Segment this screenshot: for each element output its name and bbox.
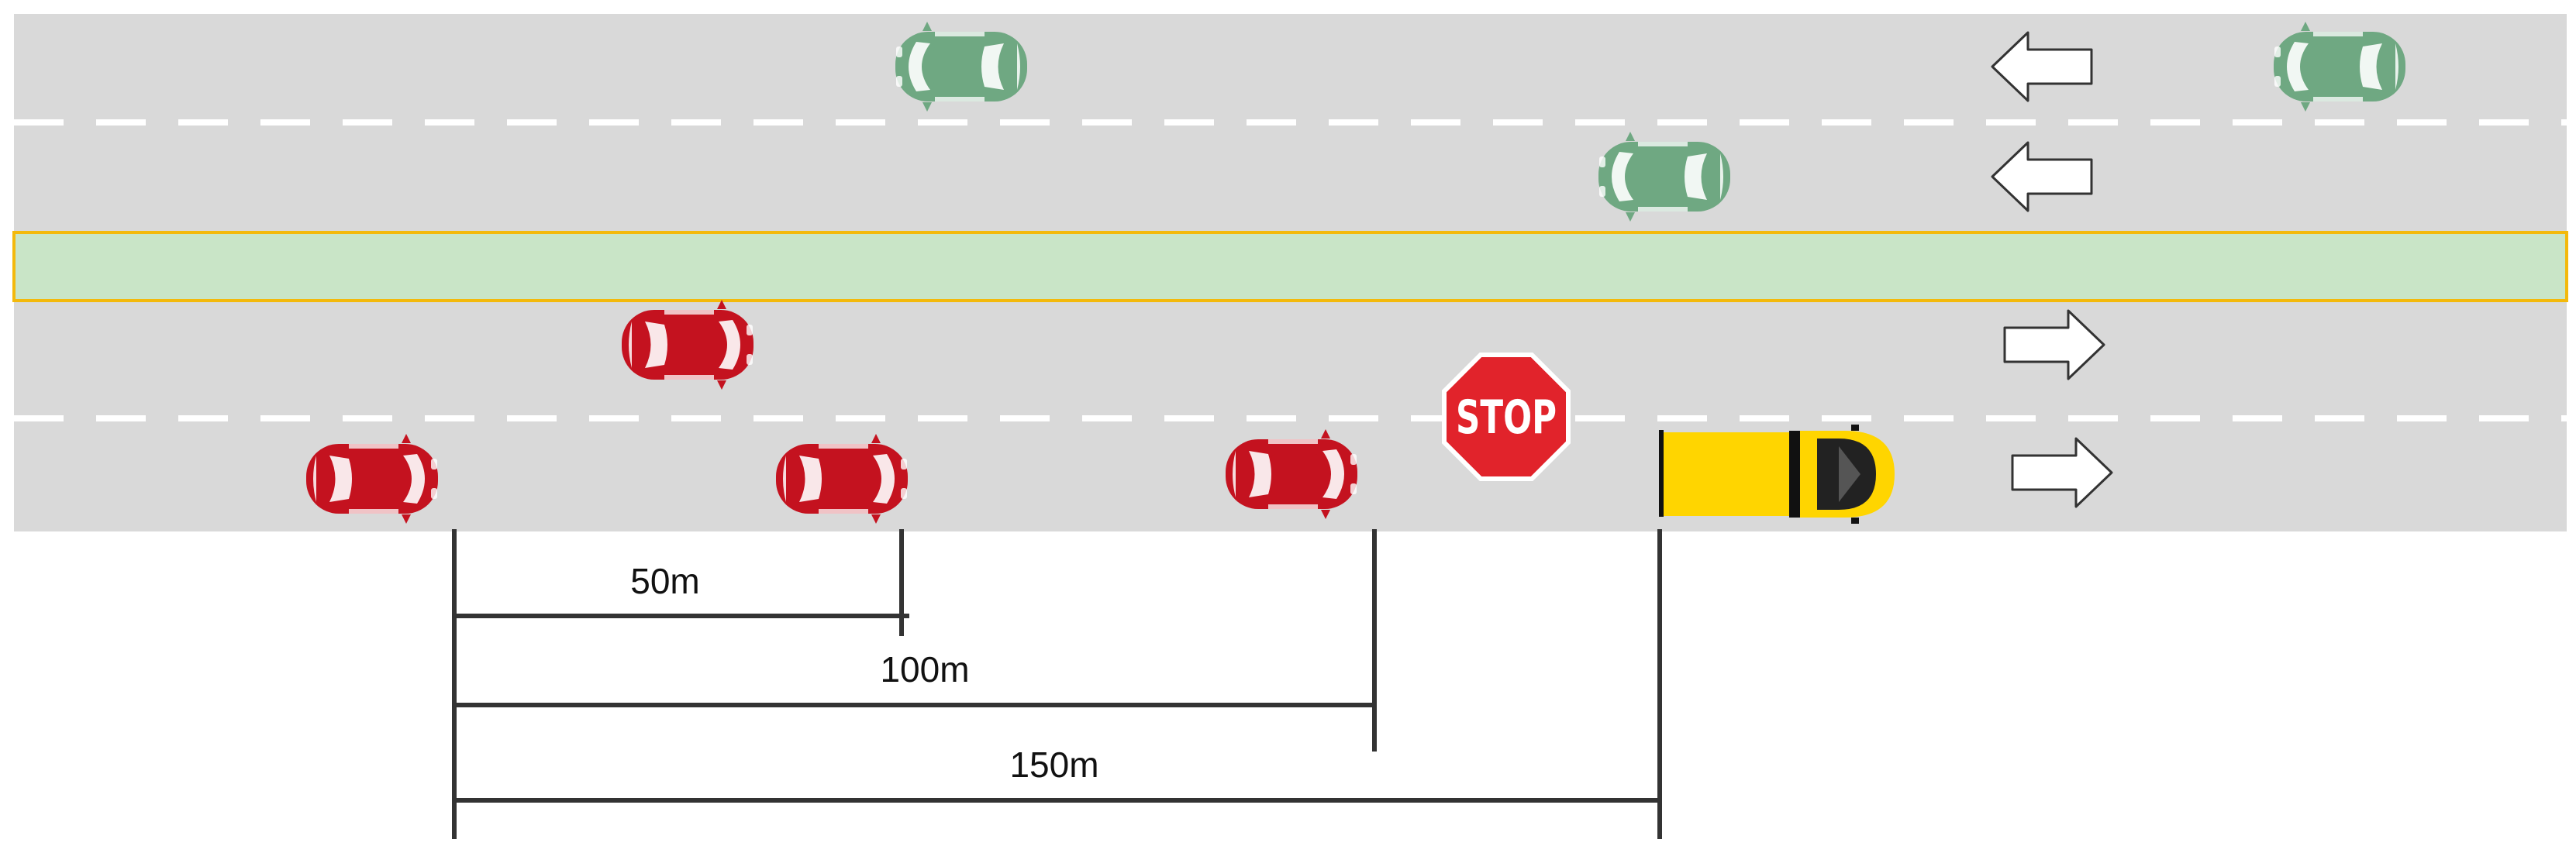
car-inner-lane bbox=[622, 300, 753, 390]
distance-label-100m: 100m bbox=[880, 649, 969, 690]
car-100m bbox=[1226, 429, 1357, 519]
car-icon bbox=[2274, 22, 2405, 112]
stop-sign-text: STOP bbox=[1456, 390, 1557, 445]
school-bus-icon bbox=[1659, 425, 1895, 524]
car-icon bbox=[776, 434, 908, 524]
car-icon bbox=[895, 22, 1027, 112]
stop-sign-icon: STOP bbox=[1442, 353, 1571, 481]
car-icon bbox=[1226, 429, 1357, 519]
car-icon bbox=[306, 434, 438, 524]
oncoming-car-2 bbox=[2274, 22, 2405, 112]
median-strip bbox=[12, 231, 2568, 302]
oncoming-car-3 bbox=[1598, 132, 1730, 222]
distance-markers bbox=[452, 529, 1662, 839]
car-icon bbox=[1598, 132, 1730, 222]
distance-label-50m: 50m bbox=[630, 561, 699, 601]
car-0m bbox=[306, 434, 438, 524]
car-icon bbox=[622, 300, 753, 390]
distance-label-150m: 150m bbox=[1009, 745, 1098, 785]
oncoming-car-1 bbox=[895, 22, 1027, 112]
car-50m bbox=[776, 434, 908, 524]
